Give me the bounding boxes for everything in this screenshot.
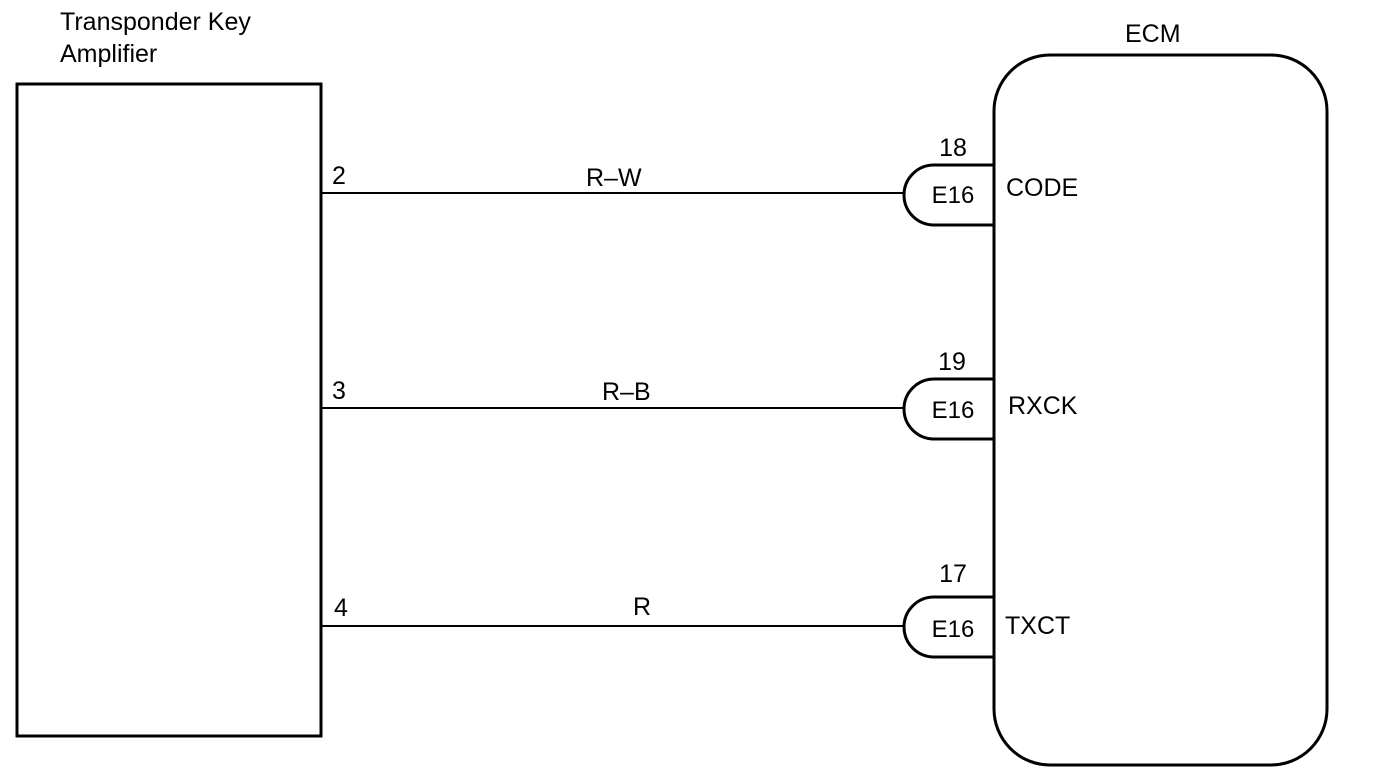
- ecm-terminal-number: 17: [939, 560, 967, 588]
- ecm-signal-label: TXCT: [1005, 612, 1070, 640]
- ecm-terminal-number: 18: [939, 134, 967, 162]
- connector-shape: [902, 377, 996, 441]
- ecm-terminal-number: 19: [938, 348, 966, 376]
- wire-rxck: 3 R–B E16 19 RXCK: [321, 348, 1078, 441]
- connector-shape: [902, 163, 996, 227]
- ecm-title: ECM: [1125, 20, 1181, 48]
- connector-shape: [902, 595, 996, 659]
- wire-color-label: R–W: [586, 164, 642, 192]
- wire-color-label: R–B: [602, 378, 651, 406]
- wire-txct: 4 R E16 17 TXCT: [321, 560, 1070, 659]
- amplifier-title-line1: Transponder Key: [60, 8, 251, 36]
- connector-label: E16: [932, 616, 975, 643]
- amplifier-pin-label: 4: [334, 594, 348, 622]
- amplifier-pin-label: 2: [332, 162, 346, 190]
- transponder-key-amplifier-box: [15, 82, 323, 738]
- wire-code: 2 R–W E16 18 CODE: [321, 134, 1078, 227]
- wire-color-label: R: [633, 593, 651, 621]
- connector-label: E16: [932, 397, 975, 424]
- amplifier-title-line2: Amplifier: [60, 40, 157, 68]
- amplifier-pin-label: 3: [332, 377, 346, 405]
- ecm-signal-label: CODE: [1006, 174, 1078, 202]
- connector-label: E16: [932, 182, 975, 209]
- ecm-signal-label: RXCK: [1008, 392, 1078, 420]
